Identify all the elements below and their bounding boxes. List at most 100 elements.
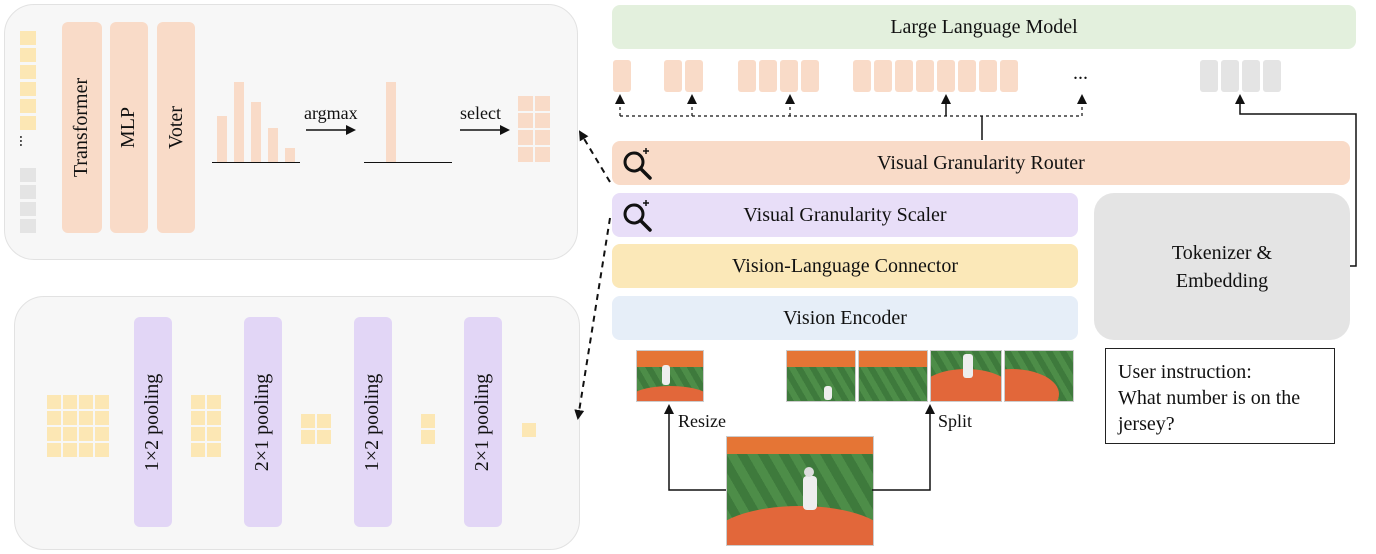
grid-cell (535, 113, 550, 128)
token-gray (20, 168, 36, 182)
argmax-bar (386, 82, 396, 162)
grid-cell (421, 414, 435, 428)
visual-token (895, 60, 913, 92)
visual-token (664, 60, 682, 92)
grid-cell (47, 395, 61, 409)
grid-cell (63, 411, 77, 425)
scaler-label: Visual Granularity Scaler (743, 203, 947, 226)
visual-token (874, 60, 892, 92)
argmax-axis (364, 162, 452, 163)
scaler-output-cell (522, 423, 536, 437)
encoder-label: Vision Encoder (783, 306, 907, 329)
grid-cell (79, 443, 93, 457)
token-yellow (20, 99, 36, 113)
visual-token (958, 60, 976, 92)
token-gray (20, 185, 36, 199)
grid-cell (79, 395, 93, 409)
grid-cell (79, 411, 93, 425)
visual-token (613, 60, 631, 92)
grid-cell (421, 430, 435, 444)
text-token (1263, 60, 1281, 92)
visual-token (937, 60, 955, 92)
pooling-layer-3: 1×2 pooling (354, 317, 392, 527)
pooling-layer-1: 1×2 pooling (134, 317, 172, 527)
histogram-bar (234, 82, 244, 162)
split-image-1 (786, 350, 856, 402)
text-token (1242, 60, 1260, 92)
pooling-layer-4: 2×1 pooling (464, 317, 502, 527)
token-yellow (20, 116, 36, 130)
grid-cell (191, 427, 205, 441)
grid-cell (518, 147, 533, 162)
grid-cell (47, 411, 61, 425)
original-image (726, 436, 874, 546)
tokenizer-label-line1: Tokenizer & (1171, 241, 1273, 264)
histogram-bar (285, 148, 295, 162)
large-language-model-block: Large Language Model (612, 5, 1356, 49)
grid-cell (535, 130, 550, 145)
instruction-line3: jersey? (1118, 413, 1175, 435)
visual-token (916, 60, 934, 92)
grid-cell (207, 411, 221, 425)
grid-cell (518, 113, 533, 128)
grid-cell (95, 411, 109, 425)
grid-cell (47, 427, 61, 441)
scaler-search-icon (623, 200, 652, 232)
grid-cell (301, 414, 315, 428)
grid-cell (63, 443, 77, 457)
visual-token (759, 60, 777, 92)
llm-token-ellipsis: ... (1073, 62, 1088, 84)
token-yellow (20, 31, 36, 45)
visual-token (738, 60, 756, 92)
user-instruction-box: User instruction: What number is on the … (1105, 348, 1335, 444)
grid-cell (207, 443, 221, 457)
transformer-layer: Transformer (62, 22, 102, 233)
split-image-2 (858, 350, 928, 402)
resize-label: Resize (678, 411, 726, 431)
token-gray (20, 202, 36, 216)
vision-language-connector: Vision-Language Connector (612, 244, 1078, 288)
token-yellow (20, 65, 36, 79)
grid-cell (79, 427, 93, 441)
grid-cell (95, 395, 109, 409)
voter-layer: Voter (157, 22, 195, 233)
histogram-bar (217, 116, 227, 162)
grid-cell (191, 411, 205, 425)
tokenizer-label-line2: Embedding (1175, 269, 1269, 292)
visual-token (979, 60, 997, 92)
histogram-bar (251, 102, 261, 162)
visual-token (853, 60, 871, 92)
histogram-axis (212, 162, 300, 163)
instruction-line2: What number is on the (1118, 387, 1301, 409)
grid-cell (191, 395, 205, 409)
visual-token (1000, 60, 1018, 92)
grid-cell (95, 443, 109, 457)
visual-token (801, 60, 819, 92)
grid-cell (317, 414, 331, 428)
token-yellow (20, 48, 36, 62)
token-gray (20, 219, 36, 233)
visual-token (685, 60, 703, 92)
vision-encoder: Vision Encoder (612, 296, 1078, 340)
split-image-4 (1004, 350, 1074, 402)
mlp-layer: MLP (110, 22, 148, 233)
grid-cell (317, 430, 331, 444)
instruction-line1: User instruction: (1118, 361, 1252, 383)
grid-cell (63, 427, 77, 441)
grid-cell (47, 443, 61, 457)
histogram-bar (268, 128, 278, 162)
grid-cell (535, 96, 550, 111)
visual-granularity-router: Visual Granularity Router (612, 141, 1350, 185)
argmax-label: argmax (304, 103, 358, 123)
grid-cell (63, 395, 77, 409)
split-label: Split (938, 411, 973, 431)
grid-cell (207, 395, 221, 409)
text-token (1221, 60, 1239, 92)
split-image-3 (930, 350, 1002, 402)
router-label: Visual Granularity Router (877, 151, 1085, 174)
select-label: select (460, 103, 501, 123)
text-token (1200, 60, 1218, 92)
grid-cell (95, 427, 109, 441)
grid-cell (191, 443, 205, 457)
